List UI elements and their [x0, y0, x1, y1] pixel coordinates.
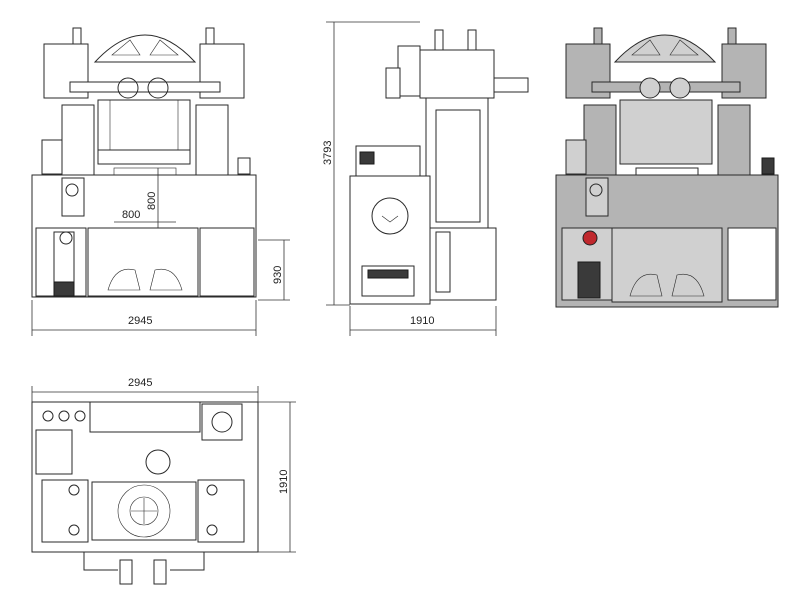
front-dimensions: 2945 930 800 800 — [31, 168, 290, 336]
front-width-dim: 2945 — [128, 315, 152, 327]
top-depth-dim: 1910 — [278, 470, 290, 494]
top-view — [31, 401, 259, 585]
opening-height-dim: 800 — [146, 192, 158, 210]
side-dimensions: 3793 1910 — [322, 21, 497, 336]
side-height-dim: 3793 — [322, 141, 334, 165]
top-width-dim: 2945 — [128, 377, 152, 389]
red-gauge-icon — [582, 230, 598, 246]
shaded-front-view — [555, 27, 779, 308]
side-view — [349, 29, 529, 305]
front-view — [31, 27, 257, 298]
opening-width-dim: 800 — [122, 209, 140, 221]
front-height-dim: 930 — [272, 266, 284, 284]
top-dimensions: 2945 1910 — [31, 377, 296, 553]
side-width-dim: 1910 — [410, 315, 434, 327]
